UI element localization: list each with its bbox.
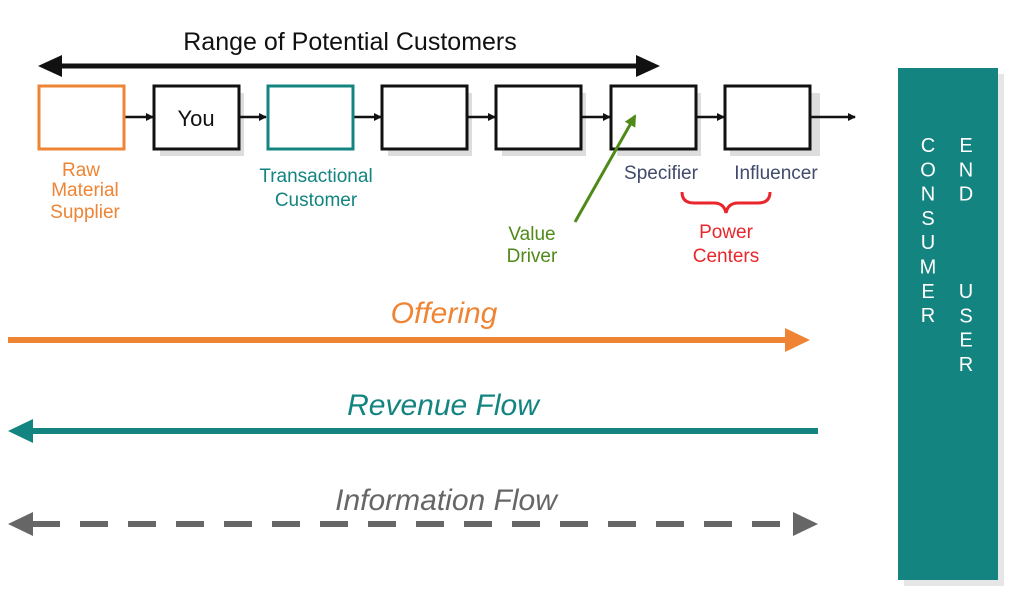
end-letter: E <box>959 135 972 157</box>
chain-boxes <box>37 84 812 151</box>
consumer-letter: E <box>921 281 934 303</box>
information-flow-arrow <box>8 512 818 536</box>
you-box <box>152 84 241 151</box>
transactional-customer-label: Transactional Customer <box>259 166 372 211</box>
chain-box-4 <box>380 84 469 151</box>
power-centers-label: Power Centers <box>693 222 760 267</box>
range-title: Range of Potential Customers <box>183 28 517 56</box>
end-letters: END <box>959 135 973 206</box>
consumer-letter: U <box>921 232 935 254</box>
chain-box-5 <box>494 84 583 151</box>
power-centers-brace <box>680 191 772 214</box>
user-letter: S <box>959 305 972 327</box>
svg-text:Raw: Raw <box>62 160 100 181</box>
end-letter: N <box>959 159 973 181</box>
svg-text:Driver: Driver <box>507 246 558 267</box>
consumer-letter: C <box>921 135 935 157</box>
consumer-letter: N <box>921 184 935 206</box>
you-label: You <box>177 106 214 131</box>
user-letter: U <box>959 281 973 303</box>
offering-arrow <box>8 328 810 352</box>
svg-text:Power: Power <box>699 222 754 243</box>
consumer-letter: S <box>921 208 934 230</box>
consumer-letter: R <box>921 305 935 327</box>
specifier-box <box>609 84 698 151</box>
svg-text:Value: Value <box>508 224 555 245</box>
end-letter: D <box>959 184 973 206</box>
value-driver-arrow <box>573 114 637 223</box>
information-flow-label: Information Flow <box>335 484 559 517</box>
svg-text:Transactional: Transactional <box>259 166 372 187</box>
user-letter: E <box>959 330 972 352</box>
box-shadows <box>160 93 820 156</box>
influencer-box <box>723 84 812 151</box>
specifier-label: Specifier <box>624 163 699 184</box>
svg-text:Supplier: Supplier <box>50 202 120 223</box>
revenue-flow-label: Revenue Flow <box>347 389 541 422</box>
raw-material-box <box>37 84 126 151</box>
revenue-flow-arrow <box>8 419 818 443</box>
offering-label: Offering <box>391 297 498 330</box>
user-letter: R <box>959 354 973 376</box>
svg-text:Customer: Customer <box>275 190 358 211</box>
range-arrow <box>38 55 660 77</box>
value-driver-label: Value Driver <box>507 224 558 267</box>
influencer-label: Influencer <box>734 163 818 184</box>
svg-text:Centers: Centers <box>693 246 760 267</box>
consumer-letter: O <box>920 159 936 181</box>
consumer-letter: M <box>920 257 937 279</box>
svg-text:Material: Material <box>51 180 119 201</box>
raw-material-supplier-label: Raw Material Supplier <box>50 160 120 223</box>
consumer-column <box>898 68 998 580</box>
transactional-box <box>266 84 355 151</box>
